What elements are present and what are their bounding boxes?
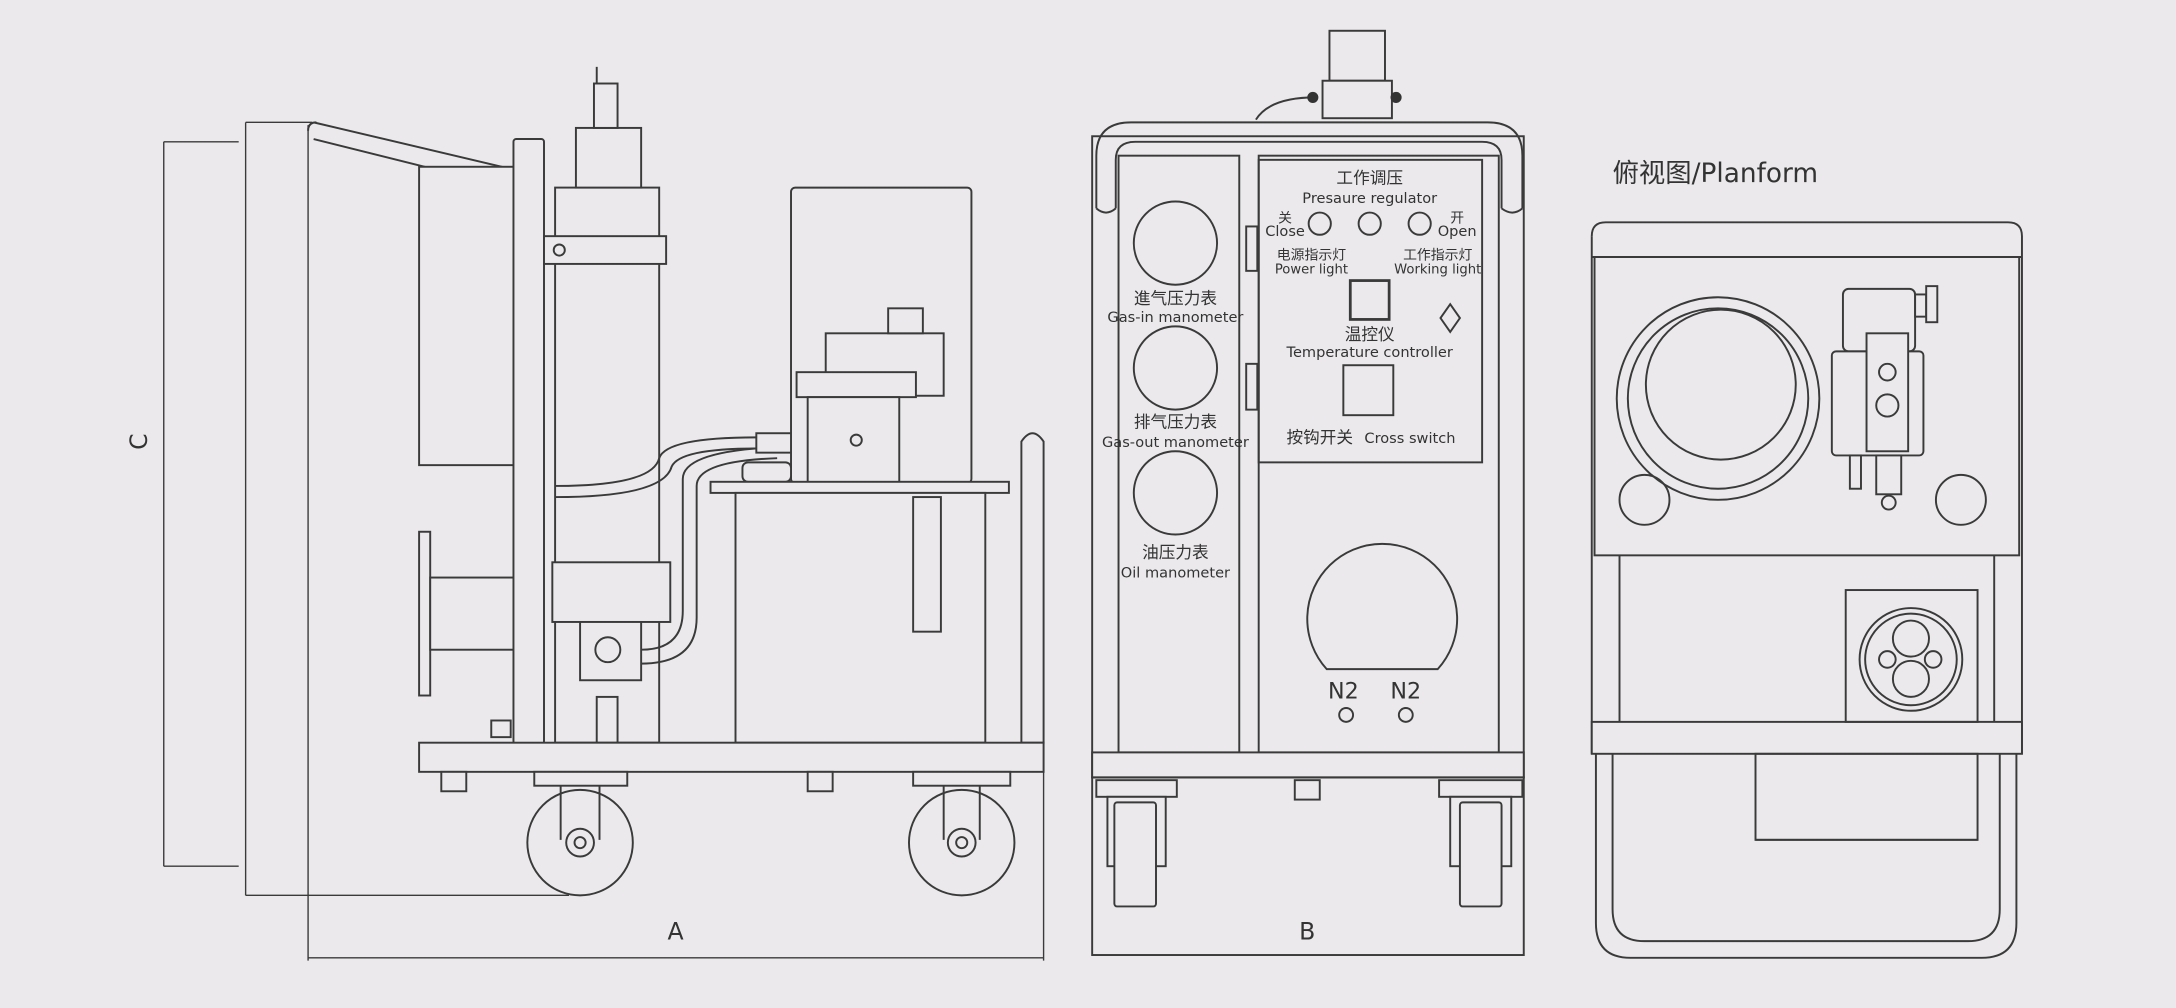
diamond-indicator-icon	[1439, 302, 1462, 334]
valve-assembly	[1830, 285, 1939, 511]
regulator-label-en: Presaure regulator	[1302, 190, 1437, 207]
regulator-knob[interactable]	[1357, 211, 1382, 236]
gauge-gas-out: 排气压力表 Gas-out manometer	[1102, 325, 1249, 451]
n2-left-valve[interactable]	[1338, 707, 1355, 723]
valve-block	[806, 396, 901, 485]
cabinet	[1091, 135, 1525, 779]
working-light-cn: 工作指示灯	[1403, 248, 1472, 264]
dimension-c-label: C	[125, 433, 153, 449]
open-label-cn: 开	[1450, 210, 1464, 226]
gauge-label-en: Gas-in manometer	[1107, 309, 1243, 326]
close-label-en: Close	[1265, 223, 1305, 240]
close-label-cn: 关	[1278, 210, 1292, 226]
power-light-en: Power light	[1275, 263, 1348, 278]
control-panel: 工作调压 Presaure regulator 关 Close 开 Open 电…	[1257, 158, 1484, 464]
base-frame	[418, 741, 1045, 773]
n2-right-valve[interactable]	[1397, 707, 1414, 723]
n2-right-label: N2	[1390, 678, 1421, 704]
temp-controller-en: Temperature controller	[1286, 344, 1453, 361]
n2-left-label: N2	[1328, 678, 1359, 704]
bracket	[551, 561, 672, 623]
cross-switch[interactable]	[1342, 364, 1395, 417]
power-light-cn: 电源指示灯	[1277, 248, 1346, 264]
wheel-front	[908, 785, 1016, 897]
open-indicator[interactable]	[1407, 211, 1432, 236]
dimension-c: C	[125, 121, 569, 897]
front-view: 進气压力表 Gas-in manometer 排气压力表 Gas-out man…	[1091, 29, 1525, 956]
close-indicator[interactable]	[1307, 211, 1332, 236]
gauge-label-cn: 進气压力表	[1134, 289, 1218, 308]
n2-port-cover	[1306, 542, 1459, 671]
wheel-rear	[526, 785, 634, 897]
frame-post	[512, 138, 545, 746]
regulator-label-cn: 工作调压	[1336, 168, 1403, 187]
inlet-pipe	[429, 576, 515, 651]
planform-view: 俯视图/Planform	[1590, 159, 2023, 959]
oil-tank	[734, 491, 987, 744]
dimension-b-label: B	[1299, 918, 1315, 946]
filter-port	[1858, 607, 1964, 712]
dimension-a-label: A	[668, 918, 684, 946]
switch-label-en: Cross switch	[1364, 430, 1455, 447]
gauge-label-en: Gas-out manometer	[1102, 434, 1249, 451]
temperature-display	[1348, 279, 1391, 321]
switch-label-cn: 按钩开关	[1286, 428, 1353, 447]
gauge-label-en: Oil manometer	[1121, 565, 1230, 582]
side-panel	[418, 165, 515, 467]
top-ring	[1615, 296, 1821, 501]
gauge-gas-in: 進气压力表 Gas-in manometer	[1107, 200, 1243, 326]
gauge-label-cn: 排气压力表	[1134, 413, 1218, 432]
caster-right	[1438, 779, 1524, 908]
caster-left	[1095, 779, 1178, 908]
sight-glass	[912, 496, 942, 633]
planform-title: 俯视图/Planform	[1613, 159, 1818, 189]
dimension-a: A	[307, 125, 1045, 961]
open-label-en: Open	[1438, 223, 1477, 240]
gauge-oil: 油压力表 Oil manometer	[1121, 450, 1230, 582]
gauge-label-cn: 油压力表	[1142, 543, 1209, 562]
temp-controller-cn: 温控仪	[1345, 325, 1395, 344]
side-view: C A	[125, 66, 1045, 961]
working-light-en: Working light	[1394, 263, 1481, 278]
